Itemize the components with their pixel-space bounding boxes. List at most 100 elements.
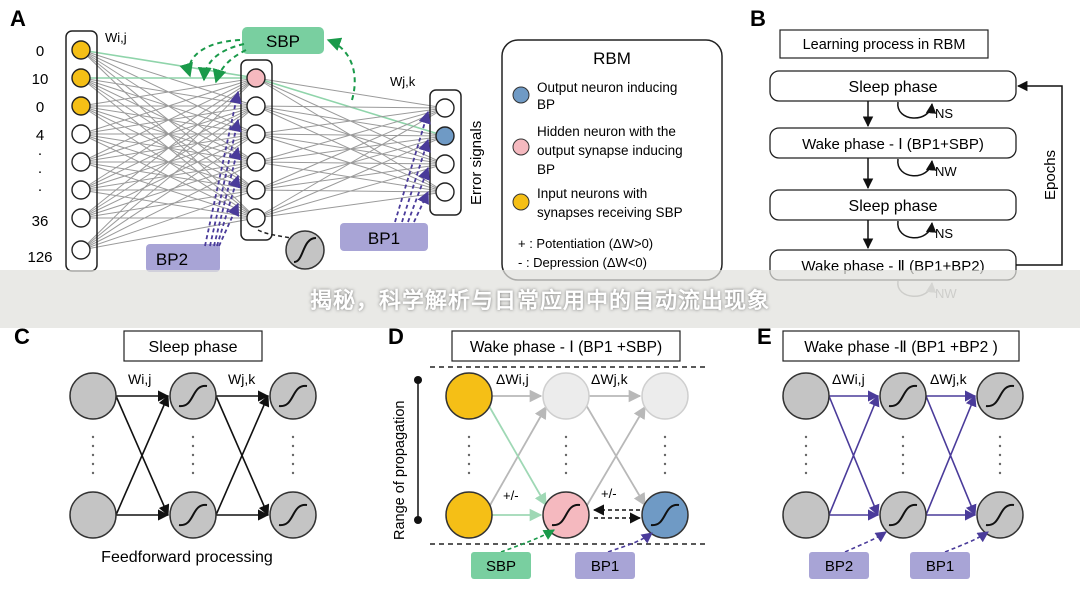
bp1-arrows	[394, 110, 431, 223]
panel-c-wjk: Wj,k	[228, 371, 256, 387]
ellipsis-dot	[467, 453, 471, 457]
ns-label-2: NS	[935, 226, 953, 241]
panel-b-title-box	[779, 29, 989, 59]
ellipsis-dot	[191, 453, 195, 457]
network-connections	[80, 49, 446, 251]
ellipsis-dot	[191, 462, 195, 466]
bp1-box	[340, 223, 428, 251]
panel-b-letter: B	[750, 6, 766, 31]
legend-input-icon	[512, 193, 530, 211]
legend-hidden-line3: BP	[537, 162, 555, 177]
output-neuron	[435, 98, 455, 118]
synapse-ij	[80, 77, 257, 163]
ellipsis-dot	[91, 435, 95, 439]
input-neuron	[71, 40, 91, 60]
panel-a-letter: A	[10, 6, 26, 31]
input-value: 4	[36, 127, 44, 144]
weight-ij-label: Wi,j	[105, 30, 127, 45]
ellipsis-dot	[291, 462, 295, 466]
panel-d-sbp-box	[471, 552, 531, 579]
input-value: 36	[32, 213, 49, 230]
network-neurons	[71, 40, 455, 260]
ellipsis-dot	[564, 444, 568, 448]
panel-e-dwjk: ΔWj,k	[930, 371, 968, 387]
legend-output-line2: BP	[537, 97, 555, 112]
sbp-box	[242, 27, 324, 54]
panel-d-dwij: ΔWi,j	[496, 371, 529, 387]
panel-c-network	[69, 372, 317, 539]
green-arrow	[488, 405, 547, 507]
ellipsis-dot	[91, 471, 95, 475]
forward-arrow	[215, 394, 270, 516]
output-neuron	[435, 182, 455, 202]
bp2-box	[146, 244, 220, 272]
input-neuron	[71, 124, 91, 144]
ellipsis-dot	[901, 471, 905, 475]
legend-hidden-icon	[512, 138, 530, 156]
input-value: 10	[32, 71, 49, 88]
input-neuron	[71, 96, 91, 116]
hidden-neuron	[246, 124, 266, 144]
ellipsis-dot	[901, 453, 905, 457]
ellipsis-dot	[191, 444, 195, 448]
ellipsis-dot	[564, 453, 568, 457]
panel-e-letter: E	[757, 324, 772, 349]
synapse-ij	[80, 217, 257, 251]
panel-d-sbp-label: SBP	[486, 558, 516, 575]
panel-b-title: Learning process in RBM	[803, 37, 966, 53]
panel-d-pm-1: +/-	[503, 488, 519, 503]
faded-neuron	[542, 372, 590, 420]
ellipsis-dot	[804, 453, 808, 457]
legend-output-line1: Output neuron inducing	[537, 80, 677, 95]
ellipsis-dot	[467, 435, 471, 439]
rbm-legend-title: RBM	[593, 49, 631, 68]
panel-d-letter: D	[388, 324, 404, 349]
legend-input-text: Input neurons with synapses receiving SB…	[537, 186, 683, 220]
synapse-ij	[80, 133, 257, 251]
bp2-label: BP2	[156, 250, 188, 269]
faded-neuron	[641, 372, 689, 420]
ellipsis-dot	[564, 462, 568, 466]
ellipsis-dot	[291, 444, 295, 448]
epochs-label: Epochs	[1042, 150, 1059, 200]
ellipsis-dot	[564, 435, 568, 439]
panel-c-title-box	[123, 330, 263, 362]
gray-arrow	[585, 405, 646, 508]
ellipsis-dot	[998, 471, 1002, 475]
ellipsis-dot	[663, 462, 667, 466]
ellipsis-dot	[564, 471, 568, 475]
phase-label-1: Sleep phase	[849, 79, 938, 96]
ellipsis-dot	[804, 435, 808, 439]
panel-c-caption: Feedforward processing	[101, 549, 273, 566]
panel-e-bp2-box	[809, 552, 869, 579]
synapse-ij	[80, 77, 257, 107]
panel-c-title: Sleep phase	[149, 339, 238, 356]
weight-jk-label: Wj,k	[390, 74, 416, 89]
ellipsis-dot	[291, 435, 295, 439]
synapse-ij	[80, 49, 257, 79]
range-dot-bottom	[414, 516, 422, 524]
sbp-label: SBP	[266, 32, 300, 51]
synapse-ij	[80, 77, 257, 191]
ellipsis-dot	[191, 471, 195, 475]
panel-c-letter: C	[14, 324, 30, 349]
synapse-jk	[255, 135, 446, 219]
ellipsis-dot	[804, 462, 808, 466]
input-neuron	[71, 152, 91, 172]
panel-e-bp1-label: BP1	[926, 558, 954, 575]
ellipsis-dot	[291, 471, 295, 475]
bp1-arrow	[607, 532, 653, 553]
panel-d-title-box	[451, 330, 681, 362]
synapse-ij	[80, 77, 257, 219]
synapse-jk	[255, 77, 446, 109]
transfer-curve	[650, 503, 680, 527]
transfer-curve	[985, 503, 1015, 527]
panel-c: C Sleep phase Wi,j Wj,k Feedforward proc…	[14, 324, 317, 566]
forward-arrow	[115, 394, 170, 516]
ellipsis-dot	[663, 444, 667, 448]
panel-e-title-box	[782, 330, 1020, 362]
synapse-ij	[80, 161, 257, 219]
